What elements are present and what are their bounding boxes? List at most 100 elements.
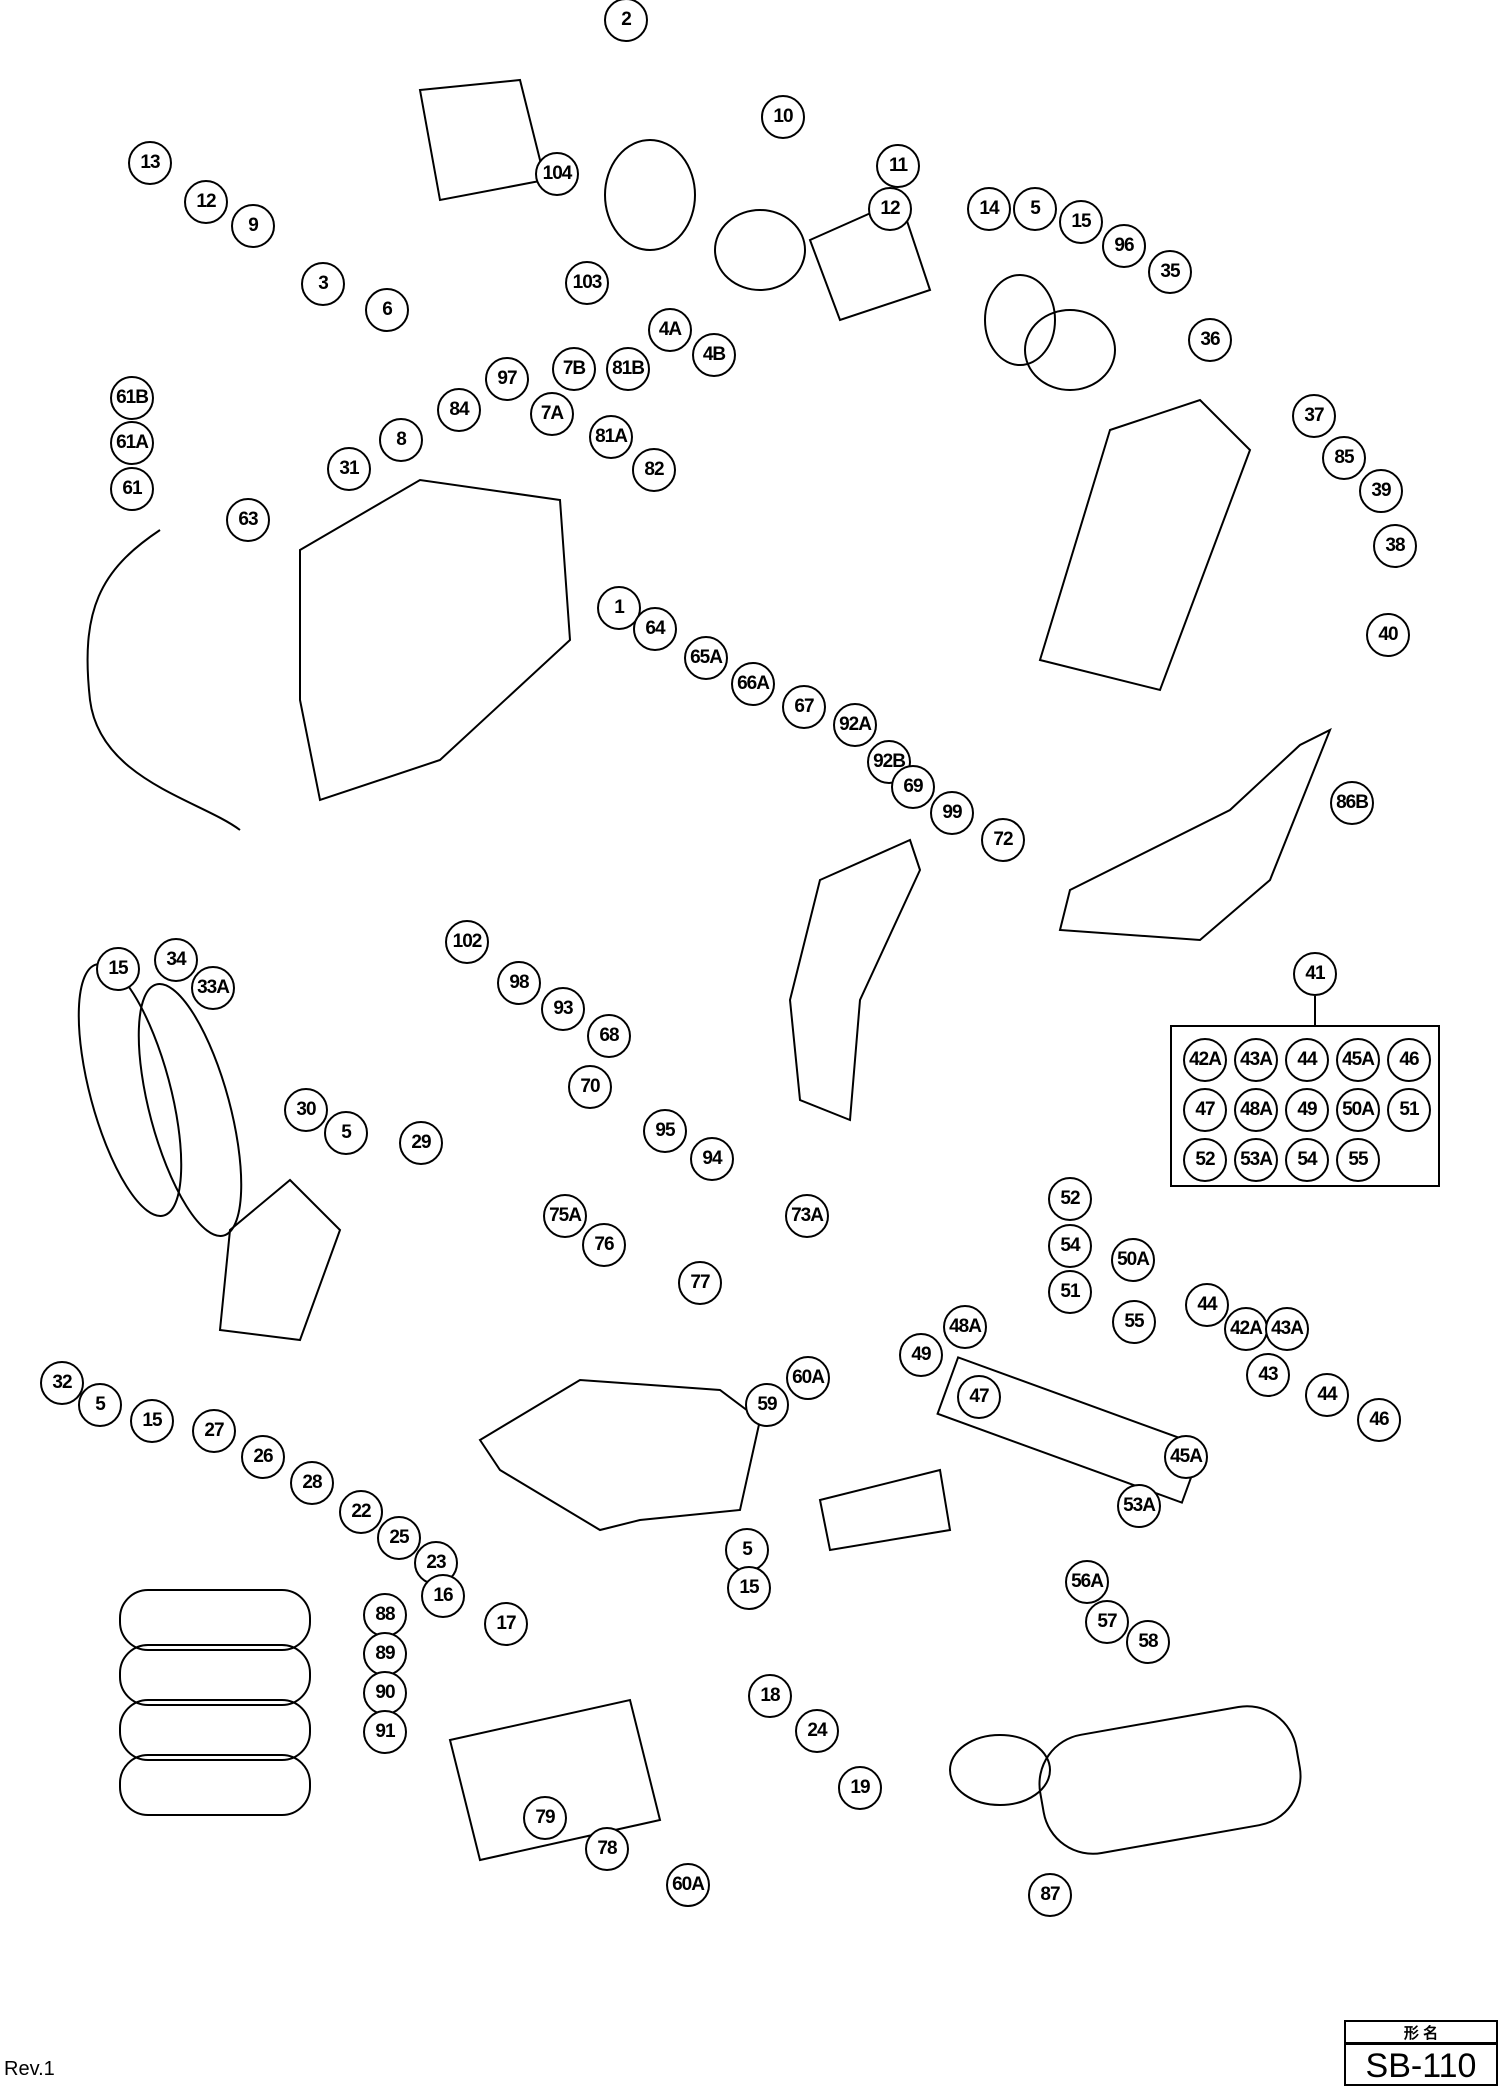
callout-26: 26 — [241, 1435, 285, 1479]
kit-item-43a: 43A — [1234, 1038, 1278, 1082]
callout-49: 49 — [899, 1333, 943, 1377]
callout-52: 52 — [1048, 1177, 1092, 1221]
callout-104: 104 — [535, 152, 579, 196]
model-box: 形 名 SB-110 — [1344, 2020, 1498, 2086]
callout-34: 34 — [154, 938, 198, 982]
callout-10: 10 — [761, 95, 805, 139]
callout-53a: 53A — [1117, 1484, 1161, 1528]
callout-14: 14 — [967, 187, 1011, 231]
callout-93: 93 — [541, 987, 585, 1031]
callout-18: 18 — [748, 1674, 792, 1718]
kit-item-51: 51 — [1387, 1088, 1431, 1132]
sanding-belt-88 — [119, 1589, 311, 1651]
callout-85: 85 — [1322, 436, 1366, 480]
idler-bracket — [818, 1468, 952, 1552]
callout-77: 77 — [678, 1261, 722, 1305]
fan-guide-part — [1024, 309, 1116, 391]
sanding-belt-89 — [119, 1644, 311, 1706]
callout-91: 91 — [363, 1710, 407, 1754]
kit-item-52: 52 — [1183, 1138, 1227, 1182]
armature-part — [714, 209, 806, 291]
kit-item-55: 55 — [1336, 1138, 1380, 1182]
callout-57: 57 — [1085, 1600, 1129, 1644]
callout-92a: 92A — [833, 703, 877, 747]
callout-58: 58 — [1126, 1620, 1170, 1664]
callout-40: 40 — [1366, 613, 1410, 657]
callout-87: 87 — [1028, 1873, 1072, 1917]
callout-19: 19 — [838, 1766, 882, 1810]
callout-67: 67 — [782, 685, 826, 729]
callout-29: 29 — [399, 1121, 443, 1165]
callout-51: 51 — [1048, 1270, 1092, 1314]
callout-65a: 65A — [684, 636, 728, 680]
dust-bag-part — [1058, 727, 1332, 942]
callout-37: 37 — [1292, 394, 1336, 438]
callout-11: 11 — [876, 144, 920, 188]
callout-69: 69 — [891, 765, 935, 809]
callout-5: 5 — [725, 1528, 769, 1572]
fan-part — [984, 274, 1056, 366]
baffle-part — [604, 139, 696, 251]
callout-89: 89 — [363, 1632, 407, 1676]
callout-79: 79 — [523, 1796, 567, 1840]
callout-35: 35 — [1148, 250, 1192, 294]
callout-5: 5 — [1013, 187, 1057, 231]
callout-24: 24 — [795, 1709, 839, 1753]
callout-73a: 73A — [785, 1194, 829, 1238]
cord-part — [86, 529, 241, 831]
callout-45a: 45A — [1164, 1435, 1208, 1479]
kit-item-48a: 48A — [1234, 1088, 1278, 1132]
callout-95: 95 — [643, 1109, 687, 1153]
callout-7a: 7A — [530, 392, 574, 436]
callout-66a: 66A — [731, 662, 775, 706]
gear-cover-part — [218, 1178, 342, 1342]
callout-48a: 48A — [943, 1305, 987, 1349]
callout-27: 27 — [192, 1409, 236, 1453]
kit-item-46: 46 — [1387, 1038, 1431, 1082]
belt-cover-part — [1038, 398, 1252, 692]
callout-46: 46 — [1357, 1398, 1401, 1442]
callout-86b: 86B — [1330, 781, 1374, 825]
platen-plate — [448, 1698, 662, 1862]
callout-47: 47 — [957, 1375, 1001, 1419]
callout-8: 8 — [379, 418, 423, 462]
callout-61b: 61B — [110, 376, 154, 420]
belt-34 — [77, 963, 183, 1217]
callout-50a: 50A — [1111, 1238, 1155, 1282]
housing-part — [299, 478, 572, 802]
callout-59: 59 — [745, 1383, 789, 1427]
callout-76: 76 — [582, 1223, 626, 1267]
callout-72: 72 — [981, 818, 1025, 862]
callout-61: 61 — [110, 467, 154, 511]
kit-item-45a: 45A — [1336, 1038, 1380, 1082]
callout-60a: 60A — [786, 1356, 830, 1400]
callout-7b: 7B — [552, 347, 596, 391]
sanding-belt-90 — [119, 1699, 311, 1761]
kit-item-50a: 50A — [1336, 1088, 1380, 1132]
callout-99: 99 — [930, 791, 974, 835]
handle-part — [788, 838, 922, 1122]
belt-33a — [137, 983, 243, 1237]
callout-64: 64 — [633, 607, 677, 651]
kit-item-54: 54 — [1285, 1138, 1329, 1182]
callout-97: 97 — [485, 357, 529, 401]
callout-56a: 56A — [1065, 1560, 1109, 1604]
front-roller — [936, 1356, 1204, 1504]
callout-63: 63 — [226, 498, 270, 542]
callout-94: 94 — [690, 1137, 734, 1181]
callout-88: 88 — [363, 1593, 407, 1637]
revision-label: Rev.1 — [4, 2058, 55, 2080]
callout-4b: 4B — [692, 333, 736, 377]
callout-5: 5 — [78, 1383, 122, 1427]
callout-25: 25 — [377, 1516, 421, 1560]
callout-81a: 81A — [589, 415, 633, 459]
callout-78: 78 — [585, 1827, 629, 1871]
callout-28: 28 — [290, 1461, 334, 1505]
kit-item-53a: 53A — [1234, 1138, 1278, 1182]
callout-102: 102 — [445, 920, 489, 964]
callout-90: 90 — [363, 1671, 407, 1715]
callout-84: 84 — [437, 388, 481, 432]
callout-5: 5 — [324, 1111, 368, 1155]
callout-42a: 42A — [1224, 1307, 1268, 1351]
